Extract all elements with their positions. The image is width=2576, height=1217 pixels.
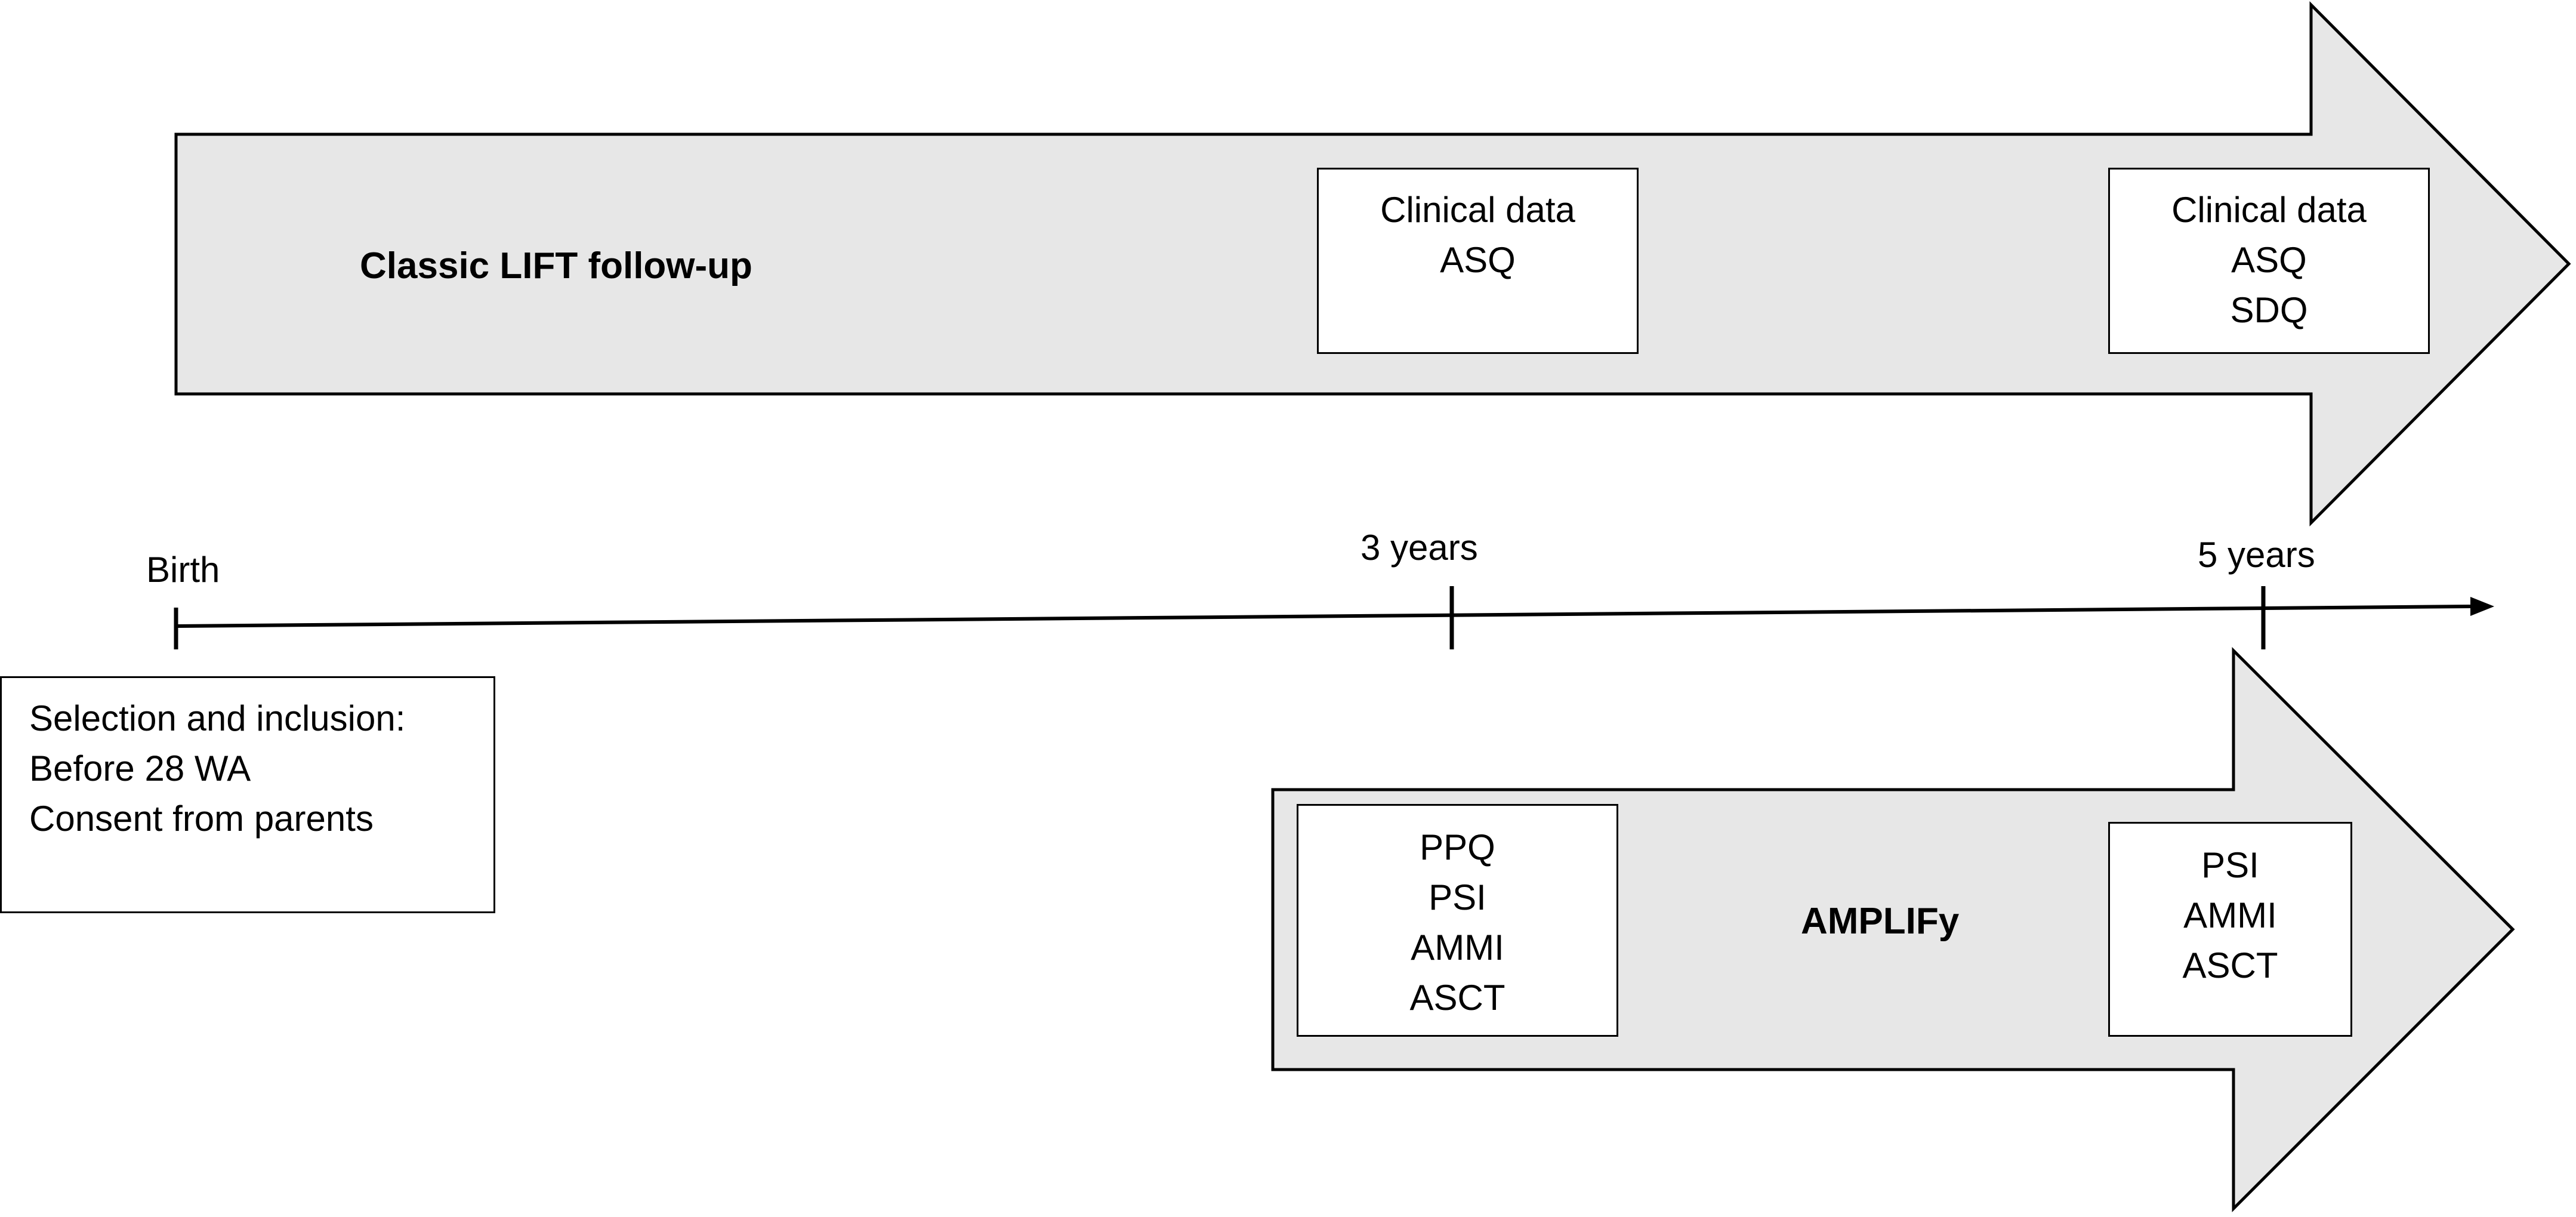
inclusion-line: Consent from parents — [29, 799, 374, 839]
amplify-3y-line: ASCT — [1409, 978, 1506, 1018]
birth-label: Birth — [146, 550, 220, 590]
amplify-5y-box: PSI AMMI ASCT — [2108, 822, 2352, 1037]
timeline-arrowhead — [2470, 597, 2494, 616]
inclusion-line: Before 28 WA — [29, 748, 251, 788]
amplify-title: AMPLIFy — [1801, 901, 1960, 942]
classic-5y-line: ASQ — [2231, 240, 2307, 280]
amplify-3y-line: PPQ — [1420, 827, 1495, 867]
classic-5y-box: Clinical data ASQ SDQ — [2108, 168, 2430, 354]
amplify-3y-line: PSI — [1429, 877, 1486, 917]
timeline-axis — [175, 605, 2471, 628]
year-3-label: 3 years — [1361, 528, 1478, 568]
classic-3y-line: Clinical data — [1380, 190, 1575, 230]
amplify-3y-line: AMMI — [1411, 928, 1504, 968]
classic-5y-line: Clinical data — [2171, 190, 2367, 230]
amplify-3y-box: PPQ PSI AMMI ASCT — [1297, 804, 1618, 1037]
inclusion-box: Selection and inclusion: Before 28 WA Co… — [0, 676, 495, 913]
amplify-5y-line: PSI — [2201, 845, 2259, 885]
amplify-5y-line: AMMI — [2183, 895, 2277, 935]
year-5-label: 5 years — [2198, 535, 2315, 575]
classic-3y-box: Clinical data ASQ — [1317, 168, 1639, 354]
amplify-arrow — [1271, 646, 2515, 1213]
classic-5y-line: SDQ — [2230, 290, 2308, 330]
classic-3y-line: ASQ — [1440, 240, 1516, 280]
amplify-5y-line: ASCT — [2182, 945, 2278, 985]
inclusion-line: Selection and inclusion: — [29, 698, 406, 738]
classic-lift-title: Classic LIFT follow-up — [360, 245, 752, 286]
